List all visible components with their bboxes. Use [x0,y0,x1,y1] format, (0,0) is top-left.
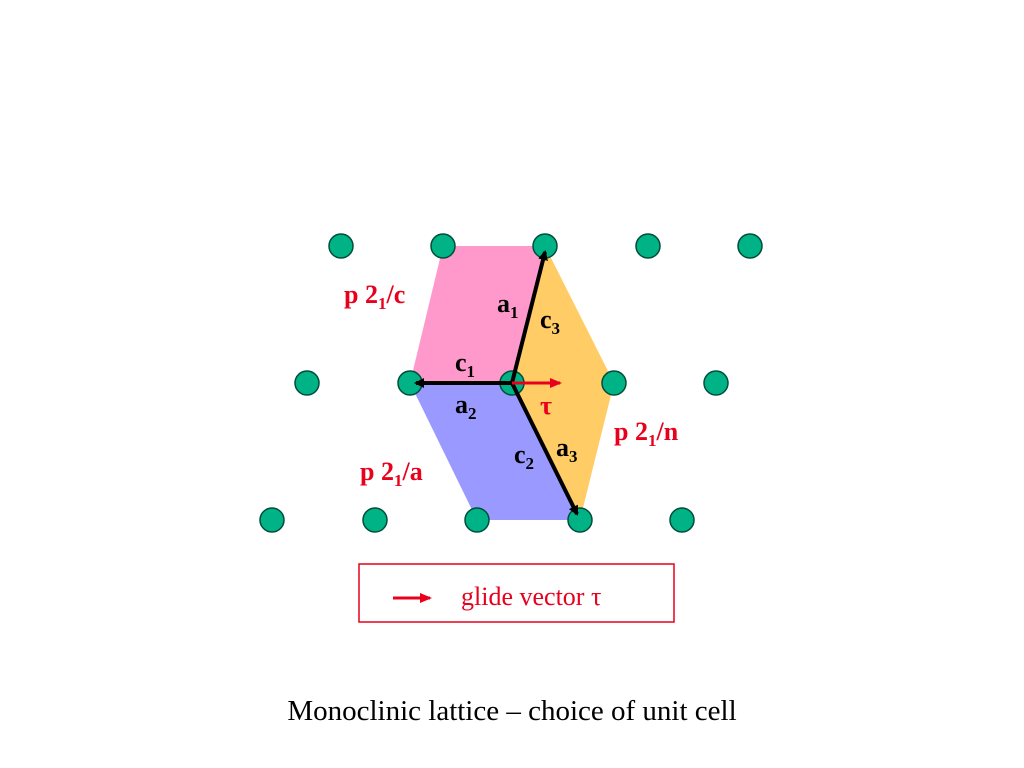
label-c1: c1 [455,348,475,381]
label-c2: c2 [514,440,534,473]
lattice-point [294,370,320,396]
vector-a1-c3 [510,250,548,384]
unit-cell-p21a [410,383,580,520]
lattice-point [328,233,354,259]
legend-box [358,563,675,623]
figure-caption: Monoclinic lattice – choice of unit cell [287,695,736,727]
label-p21n: p 21/n [614,417,679,450]
lattice-point [737,233,763,259]
label-a1: a1 [497,289,519,322]
lattice-point [464,507,490,533]
label-p21a: p 21/a [360,457,423,490]
label-a3: a3 [556,433,578,466]
lattice-point [703,370,729,396]
lattice-point [567,507,593,533]
lattice-point [601,370,627,396]
lattice-point [430,233,456,259]
vector-a3-c2 [510,382,579,516]
label-tau: τ [540,391,552,420]
lattice-point [635,233,661,259]
legend: glide vector τ [358,563,675,623]
label-p21c: p 21/c [344,280,405,313]
lattice-point [259,507,285,533]
label-a2: a2 [455,390,477,423]
legend-text: glide vector τ [461,582,601,611]
label-c3: c3 [540,305,560,338]
lattice-point [362,507,388,533]
lattice-point [669,507,695,533]
unit-cell-p21n [512,246,614,520]
unit-cell-p21c [410,246,545,383]
